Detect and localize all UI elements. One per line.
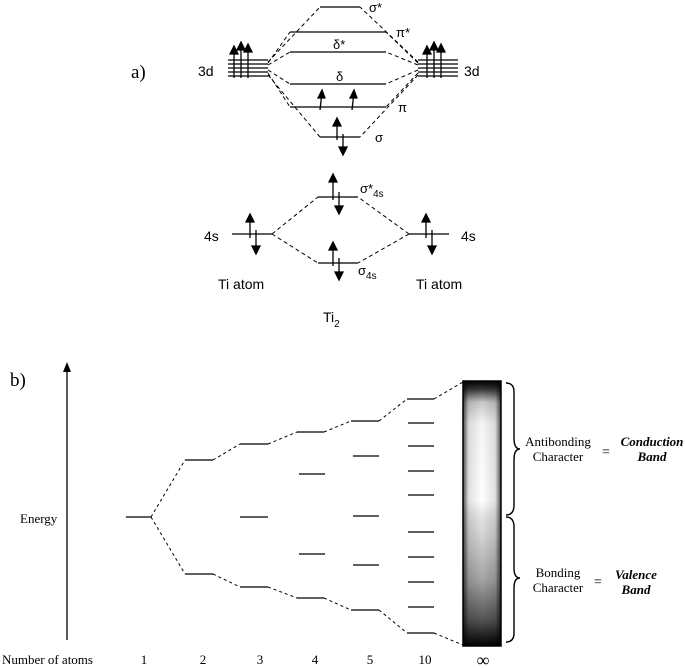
left-atom-label: Ti atom [218, 276, 264, 292]
x-axis-title: Number of atoms [2, 652, 93, 667]
valence-line2: Band [621, 582, 651, 597]
left-4s-level [232, 212, 272, 256]
valence-line1: Valence [615, 567, 657, 582]
mo-electrons [316, 88, 358, 157]
left-3d-label: 3d [198, 63, 214, 79]
molecule-label: Ti2 [323, 309, 340, 330]
brace-bonding [505, 516, 521, 643]
atom-count-label: 2 [200, 652, 207, 667]
label-sigma-4s: σ4s [358, 263, 377, 282]
mo-diagram-ti2 [228, 6, 458, 282]
label-sigma: σ [375, 130, 383, 145]
sigma-4s-levels [318, 172, 358, 282]
label-delta-star: δ* [333, 37, 345, 52]
bonding-line2: Character [533, 580, 584, 595]
right-3d-label: 3d [464, 63, 480, 79]
label-pi: π [398, 100, 407, 115]
atom-count-label: 3 [257, 652, 264, 667]
atom-count-label: 10 [419, 652, 432, 667]
label-delta: δ [336, 69, 343, 84]
left-4s-label: 4s [204, 228, 219, 244]
right-atom-label: Ti atom [416, 276, 462, 292]
atom-count-labels: 1 2 3 4 5 10 ∞ [141, 650, 490, 668]
atom-count-label: ∞ [477, 650, 490, 668]
panel-label-b: b) [10, 370, 26, 391]
right-4s-label: 4s [461, 228, 476, 244]
levels-n10 [407, 398, 434, 634]
antibonding-line1: Antibonding [525, 434, 591, 449]
mo-levels [290, 6, 386, 138]
right-3d-electrons [421, 40, 447, 78]
label-sigma-star-4s: σ*4s [360, 181, 384, 200]
bonding-line1: Bonding [536, 565, 581, 580]
continuous-band [462, 380, 502, 647]
panel-label-a: a) [131, 62, 146, 83]
band-envelope-dashed [150, 381, 464, 646]
band-levels [126, 398, 434, 634]
equals-conduction: = [602, 445, 610, 460]
energy-axis [63, 362, 71, 640]
left-3d-electrons [228, 40, 254, 78]
label-pi-star: π* [396, 25, 410, 40]
atom-count-label: 5 [367, 652, 374, 667]
conduction-line1: Conduction [621, 434, 684, 449]
mo-correlation-lines-4s [271, 196, 410, 264]
atom-count-label: 1 [141, 652, 148, 667]
brace-antibonding [505, 382, 521, 516]
equals-valence: = [594, 575, 602, 590]
label-sigma-star: σ* [369, 0, 382, 15]
right-3d-levels [418, 59, 458, 77]
antibonding-line2: Character [533, 449, 584, 464]
conduction-line2: Band [637, 449, 667, 464]
atom-count-label: 4 [312, 652, 319, 667]
energy-label: Energy [20, 511, 58, 526]
right-4s-level [409, 212, 449, 256]
mo-correlation-lines-3d [267, 6, 419, 138]
